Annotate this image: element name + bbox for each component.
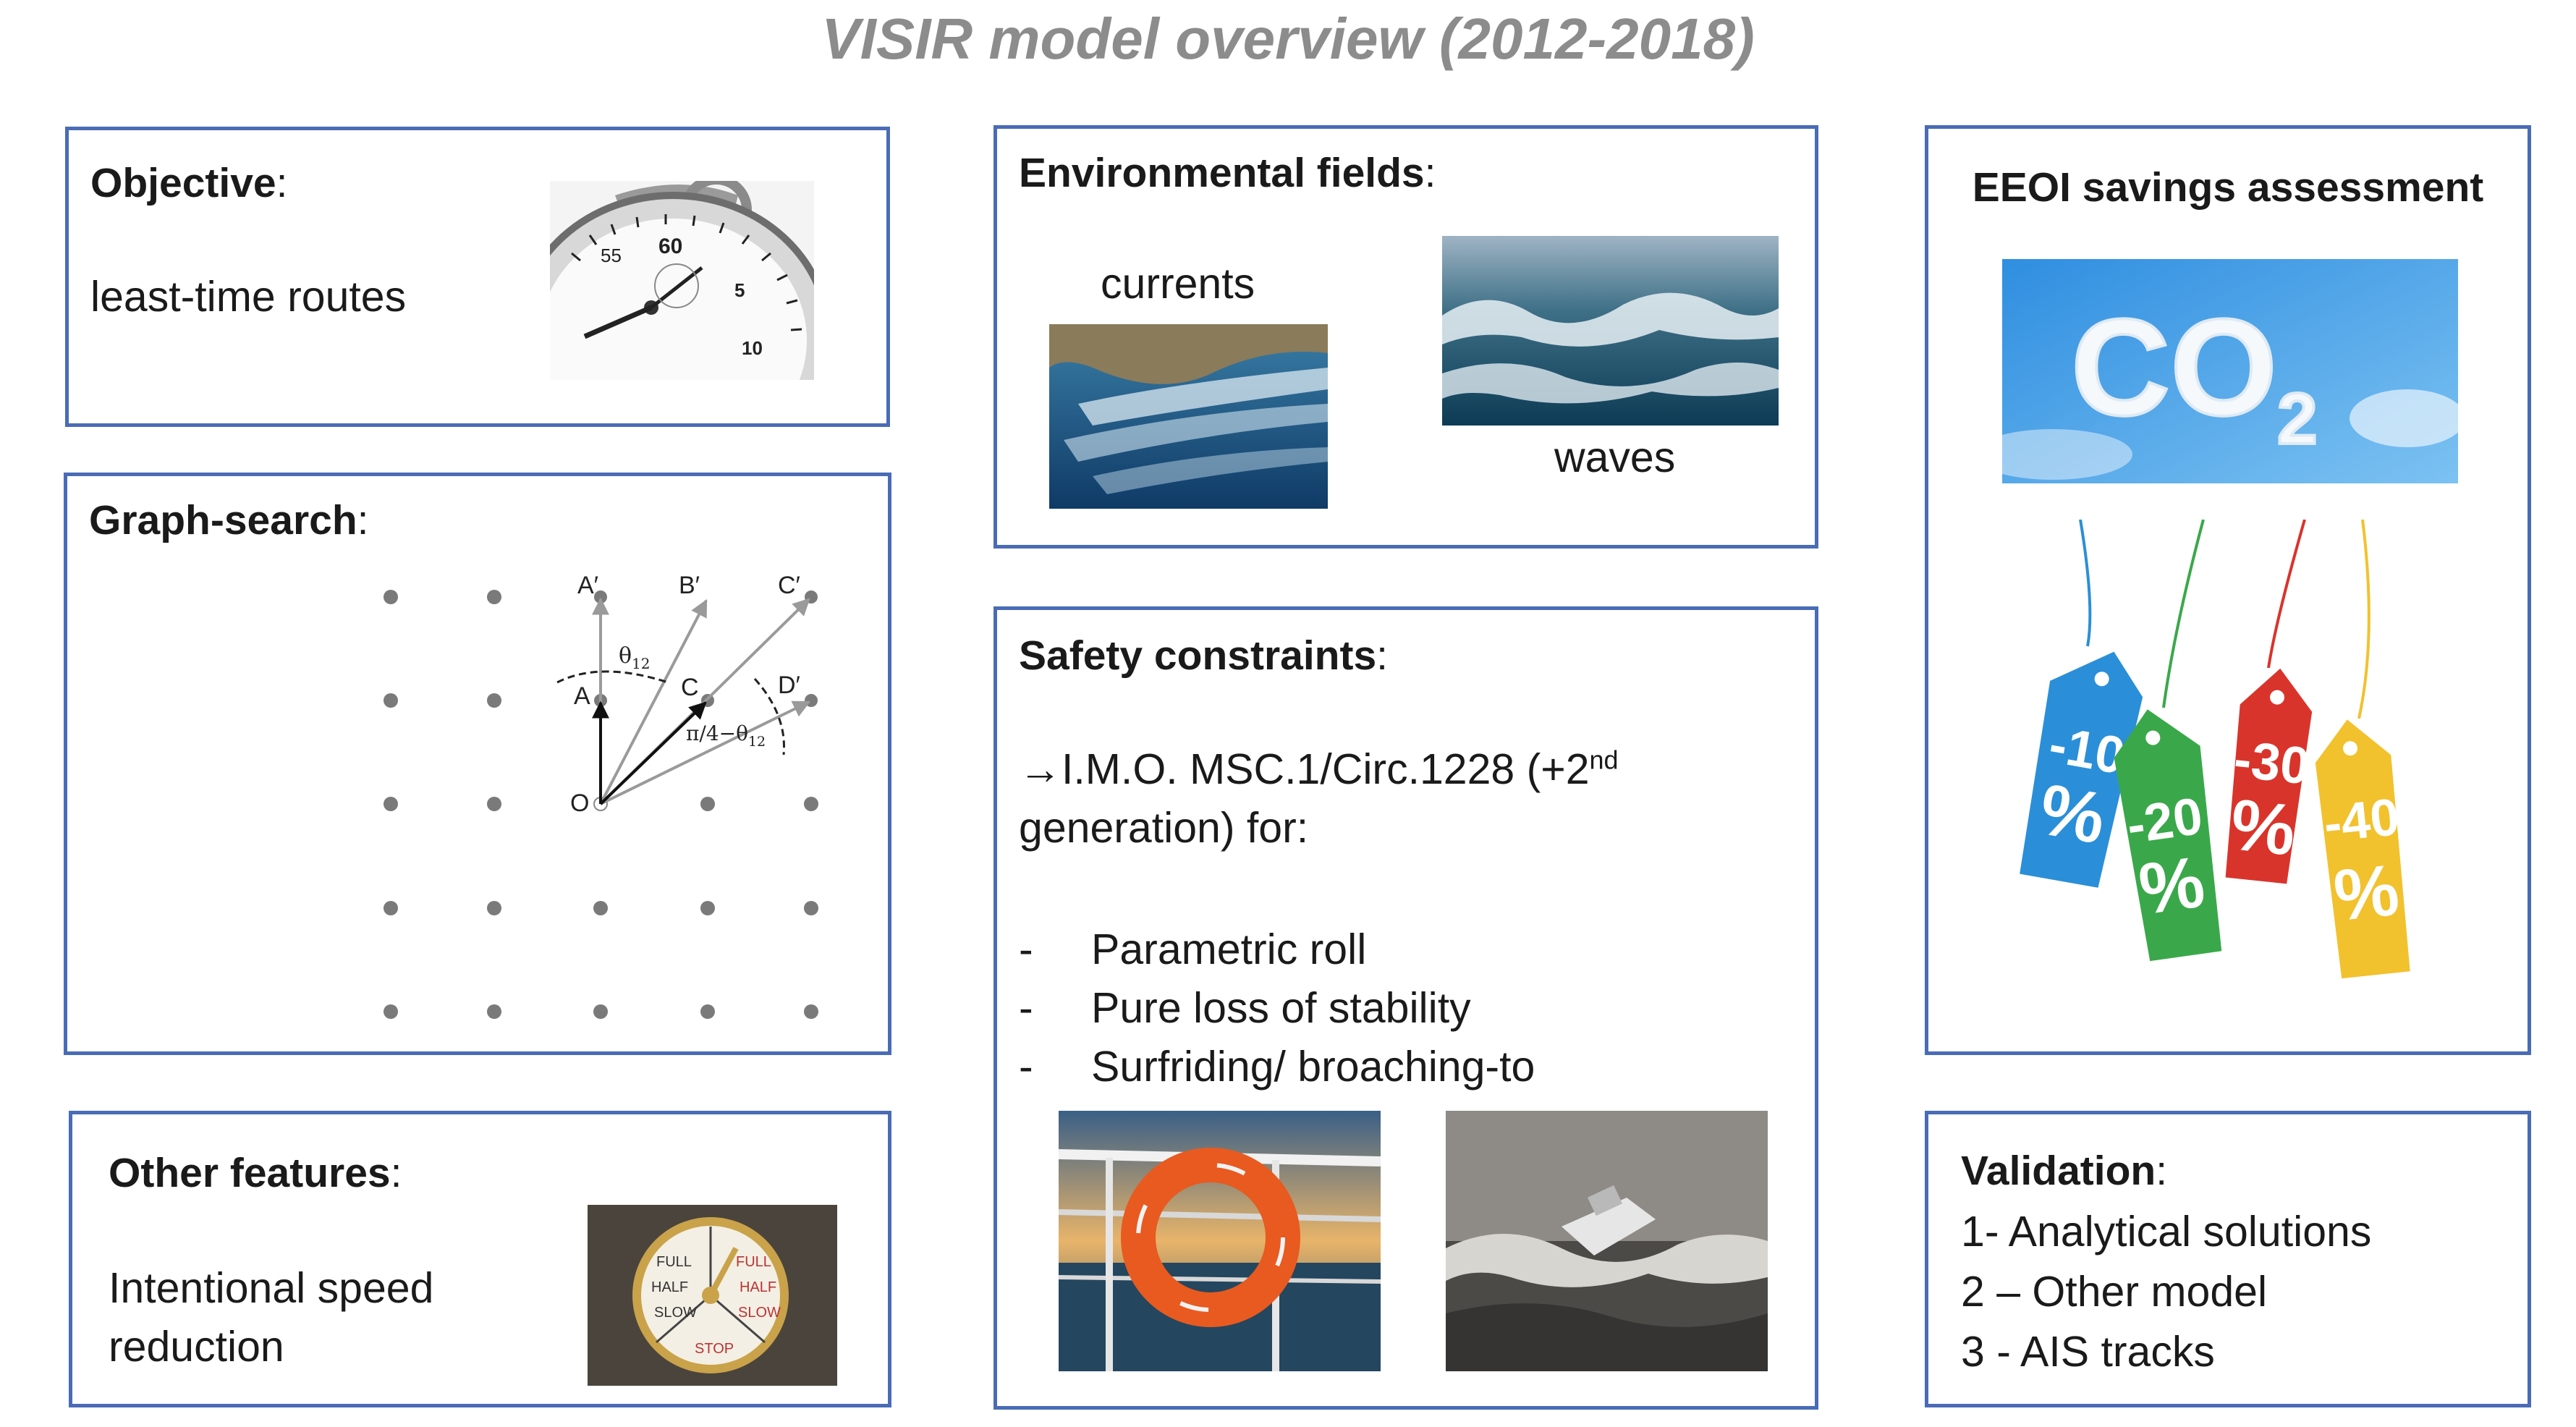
waves-label: waves [1554, 433, 1676, 481]
angle-label: π/4−θ12 [686, 721, 766, 750]
dial-number: 10 [742, 337, 763, 359]
discount-tags-illustration: -10 % -20 % -30 % -40 % [2020, 520, 2410, 979]
svg-text:%: % [2227, 784, 2299, 871]
currents-label: currents [1101, 260, 1255, 308]
svg-text:-30: -30 [2232, 730, 2313, 795]
list-item: 1- Analytical solutions [1961, 1207, 2372, 1255]
boat-in-heavy-seas-photo [1446, 1111, 1768, 1371]
telegraph-word: STOP [695, 1341, 734, 1357]
other-features-text: Intentional speed reduction [109, 1264, 434, 1371]
other-features-heading: Other features: [109, 1150, 402, 1196]
list-item: -Pure loss of stability [1019, 983, 1471, 1032]
node-label-a-prime: A′ [577, 572, 598, 599]
list-item: -Surfriding/ broaching-to [1019, 1042, 1535, 1091]
list-item: 2 – Other model [1961, 1267, 2268, 1316]
other-features-box: Other features: Intentional speed reduct… [69, 1111, 891, 1407]
dial-number: 60 [658, 234, 682, 258]
rough-sea-waves-photo [1442, 236, 1779, 425]
discount-tag-10: -10 % [2020, 651, 2143, 888]
node-label-o: O [570, 789, 589, 817]
node-label-d-prime: D′ [778, 672, 800, 699]
telegraph-word: FULL [736, 1254, 771, 1270]
validation-list: 1- Analytical solutions 2 – Other model … [1961, 1201, 2371, 1381]
engine-telegraph-photo: FULL HALF SLOW FULL HALF SLOW STOP [588, 1205, 837, 1386]
safety-bullet-list: -Parametric roll -Pure loss of stability… [1019, 920, 1535, 1096]
svg-text:%: % [2330, 850, 2402, 937]
co2-text: CO2 [2071, 291, 2318, 460]
page-title: VISIR model overview (2012-2018) [821, 7, 1755, 71]
telegraph-word: SLOW [738, 1305, 781, 1321]
svg-text:-40: -40 [2321, 788, 2402, 853]
svg-text:-10: -10 [2045, 716, 2129, 786]
dial-number: 55 [601, 245, 622, 266]
svg-text:%: % [2135, 841, 2210, 930]
graph-search-box: Graph-search: [64, 473, 891, 1055]
eeoi-savings-box: EEOI savings assessment CO2 -10 % [1925, 125, 2531, 1055]
node-label-c-prime: C′ [778, 572, 800, 599]
co2-cloud-sky-photo: CO2 [2002, 259, 2458, 483]
discount-tag-30: -30 % [2225, 668, 2313, 884]
objective-box: Objective: least-time routes 55 60 5 10 [65, 127, 890, 427]
svg-text:%: % [2034, 768, 2111, 860]
graph-search-diagram: A′ B′ C′ D′ A C O θ12 π/4−θ12 [384, 572, 818, 1019]
theta-label: θ12 [619, 643, 651, 672]
discount-tag-40: -40 % [2315, 719, 2410, 979]
graph-search-heading: Graph-search: [89, 497, 369, 543]
safety-heading: Safety constraints: [1019, 632, 1389, 679]
validation-box: Validation: 1- Analytical solutions 2 – … [1925, 1111, 2531, 1407]
discount-tag-20: -20 % [2114, 709, 2222, 962]
telegraph-word: SLOW [654, 1305, 697, 1321]
environmental-fields-box: Environmental fields: currents [993, 125, 1818, 549]
stopwatch-photo: 55 60 5 10 [550, 181, 814, 380]
objective-heading: Objective: [90, 160, 288, 206]
node-label-a: A [574, 682, 590, 710]
list-item: 3 - AIS tracks [1961, 1327, 2215, 1376]
telegraph-word: HALF [740, 1279, 776, 1295]
environmental-heading: Environmental fields: [1019, 150, 1436, 196]
safety-standard-text: →I.M.O. MSC.1/Circ.1228 (+2nd generation… [1019, 745, 1619, 852]
svg-text:-20: -20 [2123, 787, 2206, 855]
node-label-b-prime: B′ [679, 572, 700, 599]
node-label-c: C [681, 674, 699, 701]
objective-text: least-time routes [90, 273, 407, 321]
validation-heading: Validation: [1961, 1148, 2168, 1194]
list-item: -Parametric roll [1019, 925, 1367, 973]
dial-number: 5 [734, 279, 745, 301]
telegraph-word: HALF [651, 1279, 688, 1295]
eeoi-heading: EEOI savings assessment [1972, 164, 2484, 211]
ocean-currents-aerial-photo [1049, 324, 1328, 509]
lifebuoy-on-ship-railing-photo [1059, 1111, 1381, 1371]
telegraph-word: FULL [656, 1254, 692, 1270]
safety-constraints-box: Safety constraints: →I.M.O. MSC.1/Circ.1… [993, 606, 1818, 1410]
